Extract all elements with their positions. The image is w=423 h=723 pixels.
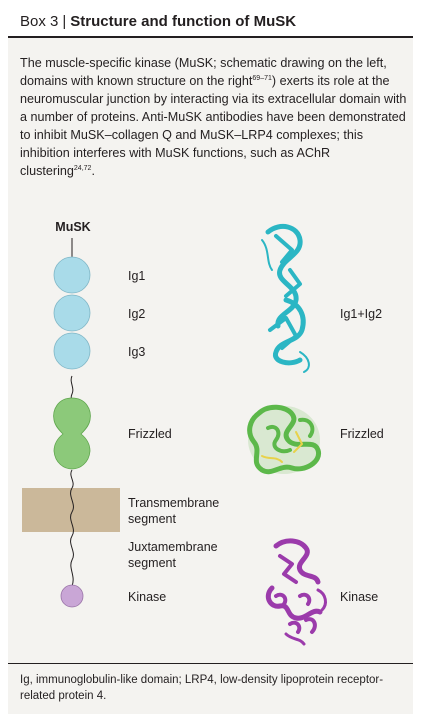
frizzled-structure-image — [247, 404, 322, 475]
intro-text-3: . — [91, 164, 95, 178]
intro-reference-1: 69–71 — [252, 74, 272, 82]
ig1-label: Ig1 — [128, 269, 146, 283]
transmembrane-label-line-1: Transmembrane — [128, 496, 220, 510]
box-title: Structure and function of MuSK — [70, 13, 297, 30]
kinase-structure-label: Kinase — [340, 590, 379, 604]
juxtamembrane-label-line-2: segment — [128, 556, 176, 570]
frizzled-domain — [53, 397, 91, 470]
intro-text-2: ) exerts its role at the neuromuscular j… — [20, 74, 407, 178]
intro-paragraph: The muscle-specific kinase (MuSK; schema… — [20, 54, 408, 180]
ig1-ig2-structure-label: Ig1+Ig2 — [340, 307, 383, 321]
intro-text-1: The muscle-specific kinase (MuSK; schema… — [20, 56, 387, 88]
frizzled-label: Frizzled — [128, 427, 172, 441]
transmembrane-label: Transmembrane segment — [128, 495, 219, 527]
box-label: Box 3 — [20, 13, 59, 30]
ig3-label: Ig3 — [128, 345, 146, 359]
kinase-label: Kinase — [128, 590, 167, 604]
ig1-ig2-structure-image — [261, 223, 310, 373]
box-separator: | — [62, 13, 67, 30]
box-header: Box 3|Structure and function of MuSK — [8, 8, 413, 38]
juxtamembrane-label-line-1: Juxtamembrane — [128, 540, 218, 554]
kinase-domain — [60, 584, 84, 608]
intro-reference-2: 24,72 — [73, 164, 92, 172]
ig3-domain — [53, 332, 91, 370]
juxtamembrane-label: Juxtamembrane segment — [128, 539, 218, 571]
ig1-domain — [53, 256, 91, 294]
ig2-label: Ig2 — [128, 307, 146, 321]
footnote: Ig, immunoglobulin-like domain; LRP4, lo… — [20, 674, 384, 702]
footnote-divider — [8, 663, 413, 664]
ig2-domain — [53, 294, 91, 332]
schematic-title: MuSK — [55, 220, 91, 234]
transmembrane-label-line-2: segment — [128, 512, 176, 526]
kinase-structure-image — [265, 538, 327, 646]
frizzled-structure-label: Frizzled — [340, 427, 384, 441]
juxtamembrane-line — [70, 487, 74, 587]
